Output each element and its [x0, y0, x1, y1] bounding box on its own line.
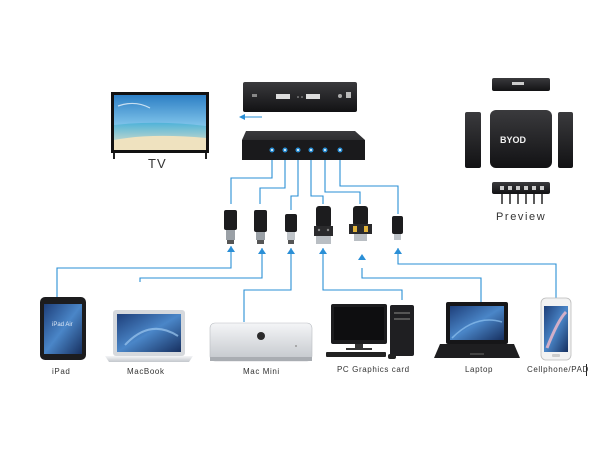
macbook-device	[105, 310, 193, 362]
arrowheads	[227, 114, 402, 260]
tv	[111, 92, 209, 159]
ipad-device: iPad Air	[40, 297, 86, 360]
line-port2-plug2	[259, 152, 286, 204]
preview-box-top-view	[492, 78, 550, 91]
pc-graphics-card-label: PC Graphics card	[337, 365, 410, 374]
laptop-label: Laptop	[465, 365, 494, 374]
arrow-left-icon	[239, 114, 245, 120]
cellphone-pad-label: Cellphone/PAD	[527, 365, 589, 374]
preview-box-side-views	[465, 112, 573, 168]
arrow-up-icon	[227, 246, 235, 252]
macbook-label: MacBook	[127, 367, 165, 376]
usb-c-plug-icon	[254, 210, 267, 244]
cellphone-device	[540, 297, 572, 361]
ipad-screen-text: iPad Air	[52, 322, 73, 328]
mac-mini-device	[209, 322, 313, 362]
arrow-up-icon	[287, 248, 295, 254]
arrow-up-icon	[358, 254, 366, 260]
mac-mini-label: Mac Mini	[243, 367, 280, 376]
laptop-device	[434, 302, 520, 358]
line-pc	[322, 248, 403, 300]
dvi-plug-icon	[349, 206, 372, 241]
tv-label: TV	[148, 156, 167, 171]
line-cellphone	[397, 248, 557, 300]
line-port1-plug1	[230, 152, 273, 204]
ipad-label: iPad	[52, 367, 71, 376]
line-macbook	[139, 248, 263, 282]
preview-box-ports-view	[492, 182, 550, 204]
pc-device	[326, 304, 414, 359]
line-port3-plug3	[290, 152, 299, 210]
byod-box-rear	[243, 82, 357, 112]
preview-label: Preview	[496, 211, 547, 223]
vga-plug-icon	[314, 206, 333, 244]
line-ipad	[56, 246, 232, 298]
hdmi-plug-icon	[224, 210, 237, 244]
lightning-plug-icon	[285, 214, 297, 244]
micro-usb-plug-icon	[392, 216, 403, 240]
arrow-up-icon	[258, 248, 266, 254]
arrow-up-icon	[394, 248, 402, 254]
arrow-up-icon	[319, 248, 327, 254]
cable-plugs	[224, 206, 403, 244]
line-port6-plug6	[339, 152, 399, 214]
preview-box-front-view: BYOD	[490, 110, 552, 168]
line-port5-plug5	[324, 152, 361, 204]
text-cursor	[586, 364, 587, 376]
box-brand-logo: BYOD	[500, 135, 527, 145]
connection-lines	[56, 116, 557, 322]
line-port4-plug4	[310, 152, 324, 204]
byod-hub	[242, 131, 365, 160]
line-macmini	[243, 248, 292, 322]
line-laptop	[361, 268, 482, 303]
